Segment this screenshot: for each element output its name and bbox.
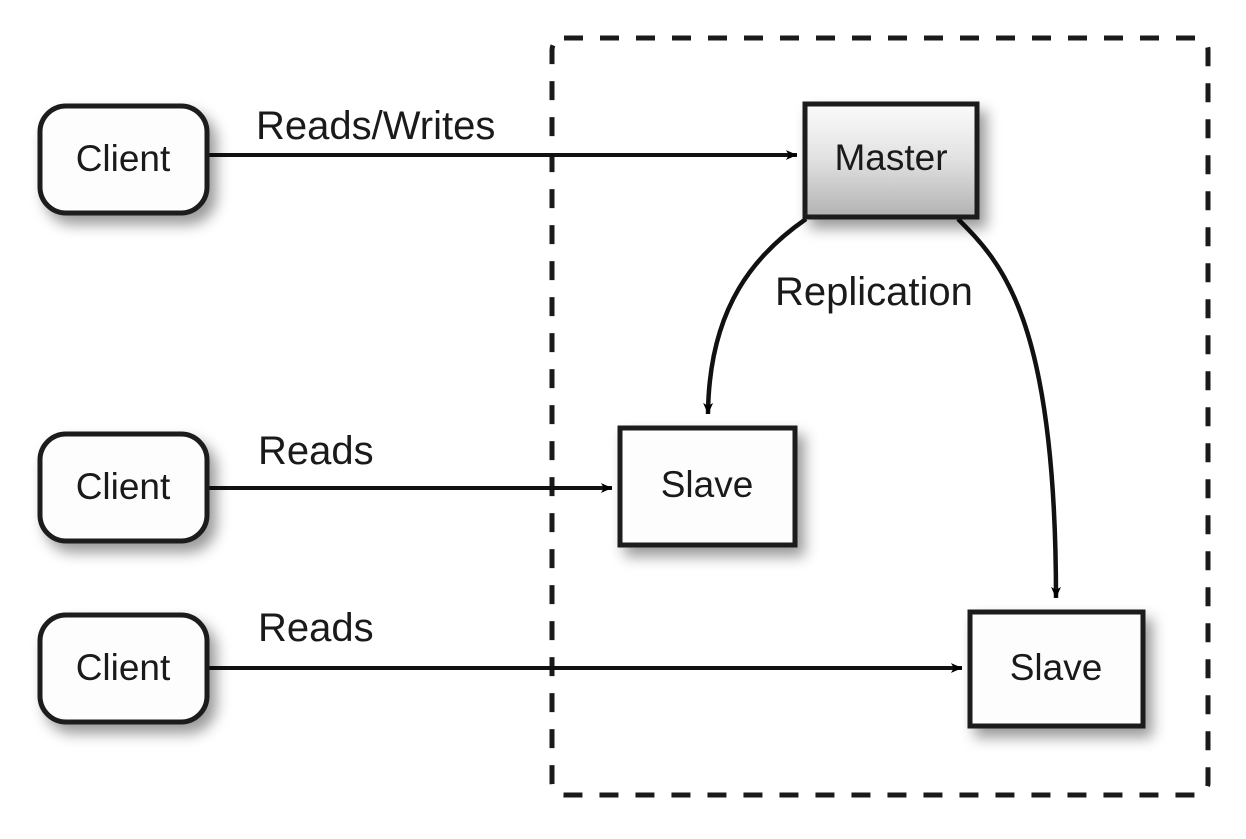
database-cluster-boundary <box>549 35 1211 798</box>
node-client-2[interactable]: Client <box>37 431 210 544</box>
slave-1-shape[interactable] <box>617 425 798 548</box>
client-1-shape[interactable] <box>37 103 210 216</box>
slave-1-label: Slave <box>661 464 754 505</box>
edge-label-reads-writes: Reads/Writes <box>256 104 495 148</box>
node-master[interactable]: Master <box>802 101 980 220</box>
slave-2-shape[interactable] <box>967 609 1146 729</box>
client-2-shape[interactable] <box>37 431 210 544</box>
master-shape[interactable] <box>802 101 980 220</box>
edge-master-slave1-curve <box>703 217 808 415</box>
edge-label-reads-1: Reads <box>258 429 374 473</box>
client-1-label: Client <box>76 138 171 179</box>
node-client-1[interactable]: Client <box>37 103 210 216</box>
edge-layer <box>207 150 1061 673</box>
edge-label-replication: Replication <box>775 270 973 314</box>
client-2-label: Client <box>76 466 171 507</box>
node-slave-1[interactable]: Slave <box>617 425 798 548</box>
node-slave-2[interactable]: Slave <box>967 609 1146 729</box>
edge-master-slave2-curve <box>956 217 1061 599</box>
client-3-shape[interactable] <box>37 612 210 725</box>
edge-label-reads-2: Reads <box>258 606 374 650</box>
edge-label-layer: Reads/Writes Reads Reads Replication <box>256 104 973 650</box>
node-client-3[interactable]: Client <box>37 612 210 725</box>
client-3-label: Client <box>76 647 171 688</box>
master-label: Master <box>834 137 947 178</box>
slave-2-label: Slave <box>1010 647 1103 688</box>
